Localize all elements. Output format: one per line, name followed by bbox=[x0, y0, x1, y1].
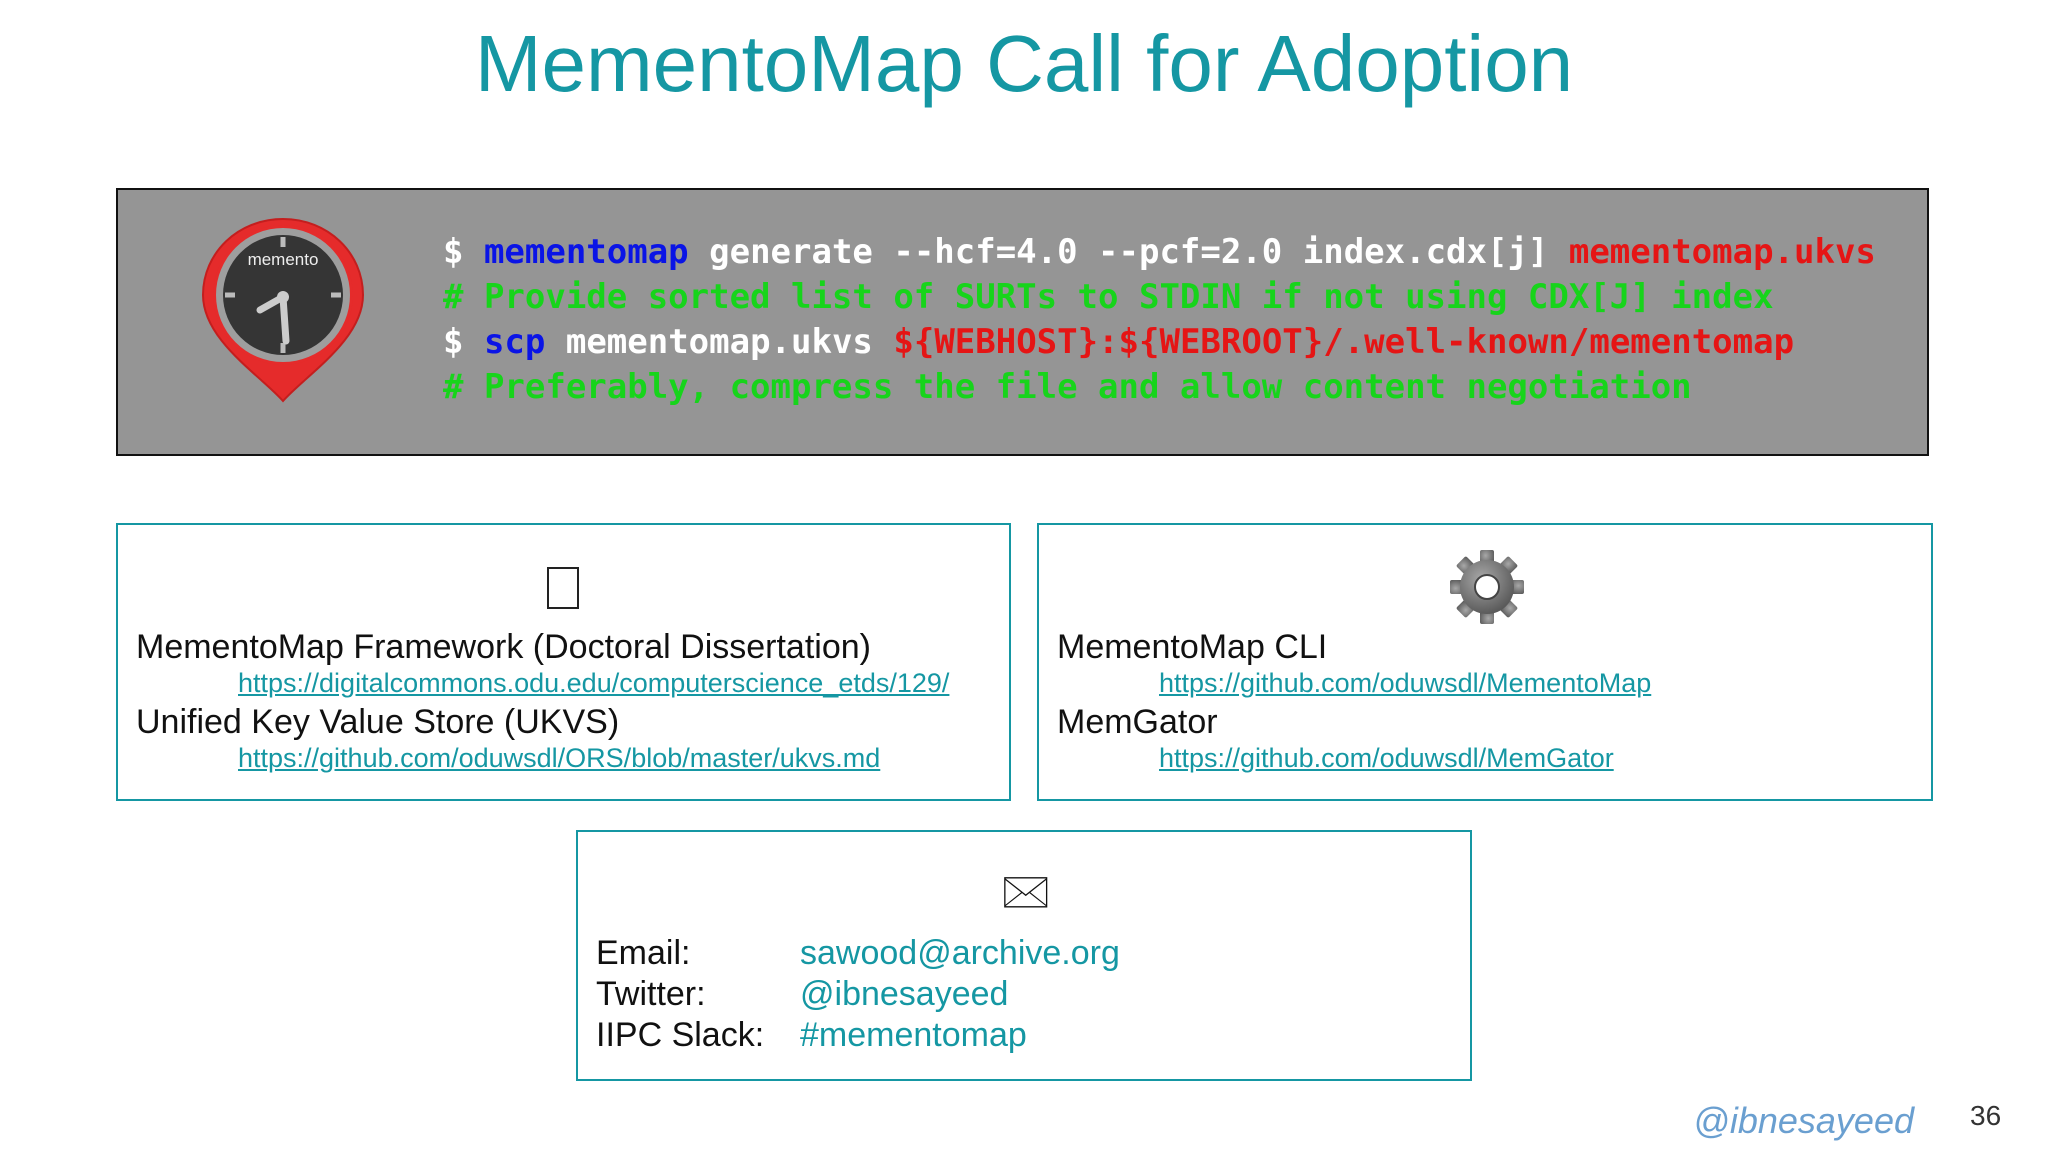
presenter-handle: @ibnesayeed bbox=[1693, 1100, 1914, 1141]
cli-link[interactable]: https://github.com/oduwsdl/MementoMap bbox=[1159, 668, 1652, 698]
dissertation-label: MementoMap Framework (Doctoral Dissertat… bbox=[136, 628, 871, 666]
ukvs-link[interactable]: https://github.com/oduwsdl/ORS/blob/mast… bbox=[238, 743, 881, 773]
shell-prompt: $ bbox=[443, 322, 484, 362]
memento-clock-pin-icon bbox=[201, 217, 365, 403]
document-icon bbox=[547, 567, 579, 609]
slack-label: IIPC Slack: bbox=[596, 1016, 765, 1054]
command-args: generate --hcf=4.0 --pcf=2.0 index.cdx[j… bbox=[688, 232, 1569, 272]
email-label: Email: bbox=[596, 934, 691, 972]
cli-label: MementoMap CLI bbox=[1057, 628, 1328, 666]
terminal-comment-2: # Preferably, compress the file and allo… bbox=[443, 367, 1692, 407]
ukvs-label: Unified Key Value Store (UKVS) bbox=[136, 703, 620, 741]
page-number: 36 bbox=[1970, 1100, 2002, 1131]
command-name: mementomap bbox=[483, 232, 689, 272]
terminal-comment-1: # Provide sorted list of SURTs to STDIN … bbox=[443, 277, 1774, 317]
research-links-box: MementoMap Framework (Doctoral Dissertat… bbox=[116, 523, 1011, 801]
command-name: scp bbox=[483, 322, 546, 362]
memgator-label: MemGator bbox=[1057, 703, 1218, 741]
slack-value[interactable]: #mementomap bbox=[800, 1016, 1027, 1054]
contact-box: 🖂 Email: sawood@archive.org Twitter: @ib… bbox=[576, 830, 1472, 1081]
envelope-icon: 🖂 bbox=[1000, 866, 1052, 917]
command-output-file: mementomap.ukvs bbox=[1568, 232, 1876, 272]
tools-links-box: MementoMap CLI https://github.com/oduwsd… bbox=[1037, 523, 1933, 801]
twitter-value[interactable]: @ibnesayeed bbox=[800, 975, 1009, 1013]
email-value[interactable]: sawood@archive.org bbox=[800, 934, 1120, 972]
terminal-line-3: $ scp mementomap.ukvs ${WEBHOST}:${WEBRO… bbox=[443, 322, 1794, 362]
twitter-label: Twitter: bbox=[596, 975, 706, 1013]
command-destination: ${WEBHOST}:${WEBROOT}/.well-known/mement… bbox=[893, 322, 1795, 362]
shell-prompt: $ bbox=[443, 232, 484, 272]
memgator-link[interactable]: https://github.com/oduwsdl/MemGator bbox=[1159, 743, 1614, 773]
terminal-panel: memento $ mementomap generate --hcf=4.0 … bbox=[116, 188, 1929, 456]
command-args: mementomap.ukvs bbox=[545, 322, 894, 362]
terminal-line-1: $ mementomap generate --hcf=4.0 --pcf=2.… bbox=[443, 232, 1876, 272]
gear-icon bbox=[1450, 550, 1524, 624]
terminal-code: $ mementomap generate --hcf=4.0 --pcf=2.… bbox=[443, 230, 1876, 410]
logo-text: memento bbox=[247, 250, 319, 269]
dissertation-link[interactable]: https://digitalcommons.odu.edu/computers… bbox=[238, 668, 950, 698]
slide-title: MementoMap Call for Adoption bbox=[474, 19, 1574, 108]
